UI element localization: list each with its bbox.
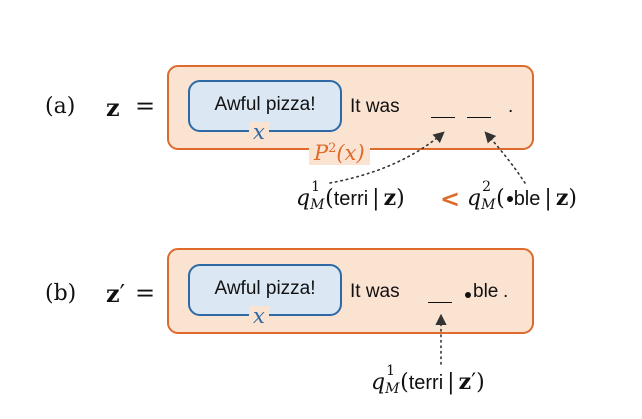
panel-b-prime: ′ bbox=[119, 280, 126, 308]
q2-word: ble bbox=[513, 188, 541, 210]
panel-b-template-text: It was bbox=[350, 281, 400, 302]
panel-b-bullet-dot bbox=[465, 292, 471, 298]
q1-open-paren: ( bbox=[325, 186, 334, 211]
qb-sub: M bbox=[385, 381, 400, 397]
q1-symbol: q bbox=[296, 186, 311, 211]
panel-b-variable: z′ bbox=[106, 279, 125, 308]
panel-a-less-than: < bbox=[440, 184, 461, 213]
q1-bar: | bbox=[372, 186, 380, 211]
q2-bar: | bbox=[544, 186, 552, 211]
panel-a-prompt-P: P bbox=[314, 141, 329, 165]
panel-b-var: z bbox=[106, 279, 120, 308]
q2-sub: M bbox=[481, 197, 496, 213]
panel-b-x-label: x bbox=[249, 306, 269, 327]
q2-sup: 2 bbox=[482, 179, 492, 195]
qb-prime: ′ bbox=[471, 370, 477, 395]
qb-cond: z bbox=[458, 369, 472, 395]
panel-b-suffix: ble bbox=[473, 281, 499, 302]
panel-a-x-label: x bbox=[249, 122, 269, 143]
panel-b-input-text: Awful pizza! bbox=[214, 278, 316, 299]
panel-a-prompt-label: P2(x) bbox=[309, 137, 370, 165]
panel-b-end-period: . bbox=[503, 281, 509, 302]
qb-open-paren: ( bbox=[400, 370, 409, 395]
panel-b-label: (b) bbox=[45, 281, 77, 306]
qb-sup: 1 bbox=[386, 363, 396, 379]
q2-close-paren: ) bbox=[568, 186, 577, 211]
panel-a-prompt-arg: (x) bbox=[336, 141, 365, 165]
q2-bullet-dot bbox=[506, 196, 513, 202]
q1-sup: 1 bbox=[311, 179, 321, 195]
panel-a-variable: z bbox=[106, 93, 120, 122]
q1-close-paren: ) bbox=[396, 186, 405, 211]
q1-word: terri bbox=[333, 188, 369, 210]
panel-a-end-period: . bbox=[508, 96, 514, 117]
q1-sub: M bbox=[310, 197, 325, 213]
qb-bar: | bbox=[447, 370, 455, 395]
qb-close-paren: ) bbox=[476, 370, 485, 395]
qb-symbol: q bbox=[371, 370, 386, 395]
q2-symbol: q bbox=[467, 186, 482, 211]
q2-cond: z bbox=[555, 185, 569, 211]
panel-a-equals: = bbox=[135, 92, 156, 120]
panel-a-blank-2 bbox=[467, 117, 491, 118]
q1-cond: z bbox=[383, 185, 397, 211]
q2-open-paren: ( bbox=[496, 186, 505, 211]
panel-b-equals: = bbox=[135, 279, 156, 307]
panel-a-blank-1 bbox=[431, 117, 455, 118]
panel-a-template-text: It was bbox=[350, 96, 400, 117]
panel-a-label: (a) bbox=[45, 94, 76, 119]
panel-a-input-text: Awful pizza! bbox=[214, 94, 316, 115]
panel-b-blank bbox=[428, 302, 452, 303]
qb-word: terri bbox=[408, 372, 444, 394]
